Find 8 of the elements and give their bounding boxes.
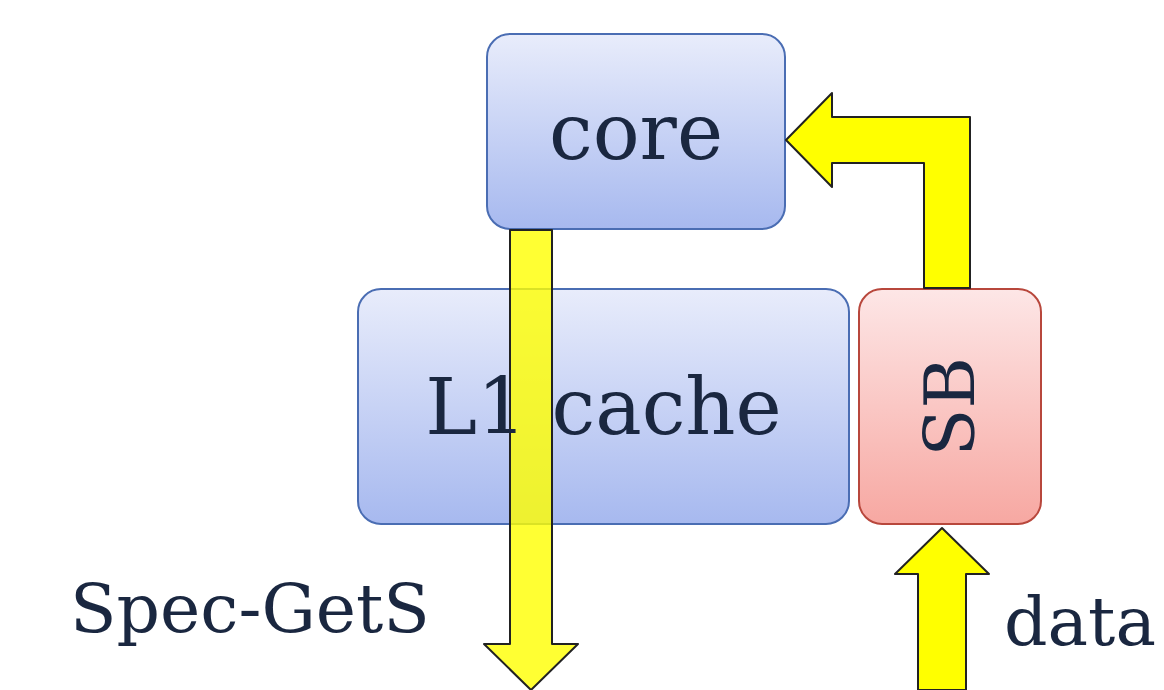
block-arrow [483,229,579,690]
process-box [858,288,1042,525]
process-box [486,33,786,230]
box-label: SB [909,356,991,457]
block-arrow [894,527,990,690]
process-box [357,288,850,525]
box-label: core [548,86,724,177]
block-arrow [785,92,971,289]
